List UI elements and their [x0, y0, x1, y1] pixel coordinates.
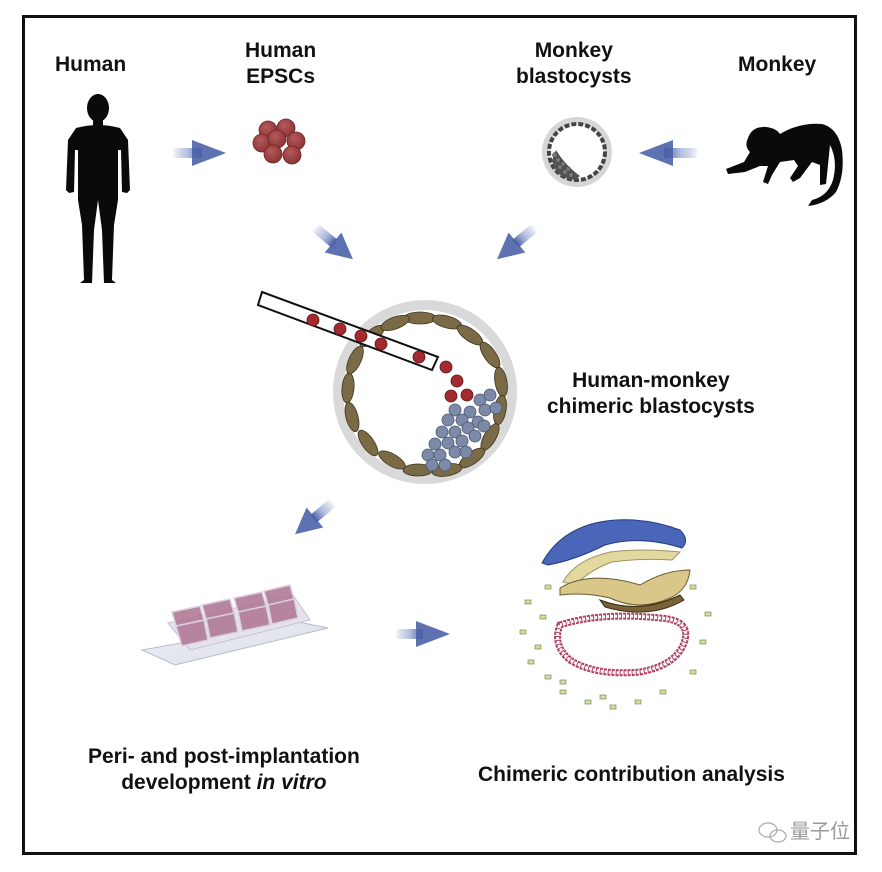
label-culture: Peri- and post-implantation development … [88, 744, 360, 796]
injected-human-cells [439, 360, 474, 403]
arrow-chimeric-to-culture [295, 498, 337, 535]
label-culture-line2: development in vitro [88, 770, 360, 796]
label-human-epscs-line2: EPSCs [246, 65, 316, 88]
label-monkey-blastocysts: Monkey blastocysts [516, 38, 632, 90]
mesenchyme-cells [519, 584, 712, 710]
arrow-epscs-to-chimeric [311, 223, 353, 260]
label-chimeric-blastocysts: Human-monkey chimeric blastocysts [547, 368, 755, 420]
embryo-section-icon [519, 519, 712, 710]
label-monkey: Monkey [738, 53, 817, 76]
label-human-epscs-line1: Human [245, 39, 317, 62]
injection-pipette [256, 290, 440, 372]
label-chimeric-line1: Human-monkey [572, 369, 730, 392]
monkey-icm-cells [421, 388, 503, 472]
label-culture-line2-plain: development [121, 771, 257, 794]
watermark-text: 量子位 [790, 819, 850, 843]
label-monkey-blastocysts-line1: Monkey [534, 39, 613, 62]
arrow-culture-to-analysis [395, 621, 450, 647]
monkey-blastocyst-icon [542, 117, 612, 187]
arrow-human-to-epscs [172, 140, 226, 166]
chamber-slide-icon [140, 584, 329, 666]
label-human-epscs: Human EPSCs [245, 38, 316, 90]
label-analysis: Chimeric contribution analysis [478, 763, 785, 786]
arrow-blastocyst-to-chimeric [497, 223, 539, 260]
label-chimeric-line2: chimeric blastocysts [547, 395, 755, 418]
chimeric-blastocyst-icon [256, 290, 517, 484]
label-human: Human [55, 53, 127, 76]
label-monkey-blastocysts-line2: blastocysts [516, 65, 632, 88]
wechat-icon [758, 822, 787, 843]
human-silhouette-icon [66, 94, 130, 283]
epsc-cluster-icon [252, 118, 306, 165]
arrow-monkey-to-blastocyst [639, 140, 699, 166]
monkey-silhouette-icon [726, 123, 843, 206]
label-culture-line2-italic: in vitro [256, 771, 327, 794]
label-culture-line1: Peri- and post-implantation [88, 745, 360, 768]
